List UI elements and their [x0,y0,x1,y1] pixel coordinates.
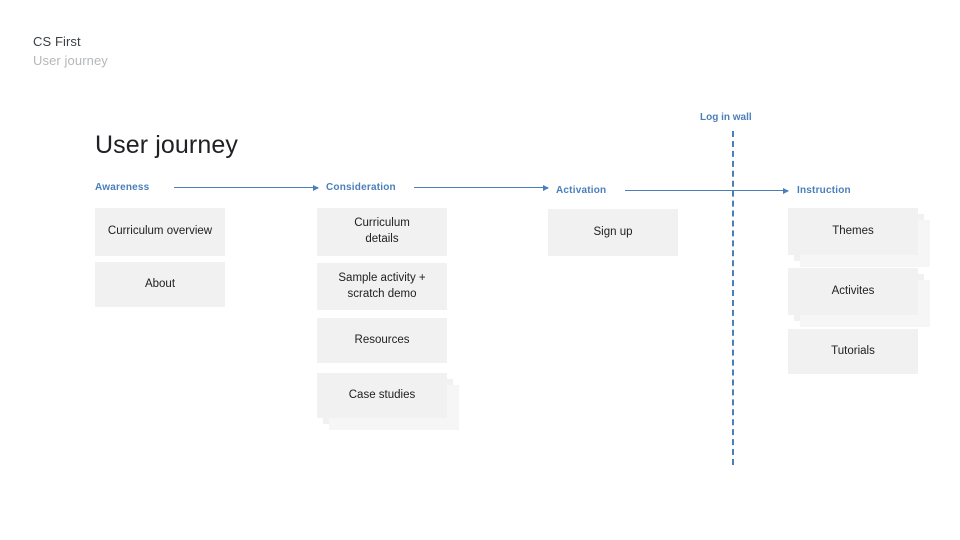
arrow-activation-to-instruction [625,187,789,194]
arrow-awareness-to-consideration [174,184,319,191]
card-instruction-1[interactable]: Activites [788,268,930,327]
card-label: Curriculum details [354,217,410,245]
stage-label-activation: Activation [556,185,607,196]
card-label: Resources [354,333,410,346]
document-header: CS First User journey [33,33,108,71]
card-label: Case studies [348,388,416,401]
card-label: Tutorials [831,344,875,357]
card-consideration-1[interactable]: Sample activity + scratch demo [317,263,447,310]
document-subtitle: User journey [33,52,108,68]
card-awareness-1[interactable]: About [95,262,225,307]
card-label: Curriculum overview [107,225,213,238]
card-consideration-2[interactable]: Resources [317,318,447,363]
stage-label-instruction: Instruction [797,185,851,196]
stage-label-awareness: Awareness [95,182,150,193]
card-activation-0[interactable]: Sign up [548,209,678,256]
card-label: Sample activity + scratch demo [338,271,426,300]
slide-title: User journey [95,131,238,159]
card-label: Themes [832,224,874,237]
arrow-consideration-to-activation [414,184,549,191]
card-consideration-0[interactable]: Curriculum details [317,208,447,256]
card-instruction-2[interactable]: Tutorials [788,329,918,374]
card-label: About [144,277,176,290]
card-label: Activites [831,284,875,297]
log-in-wall-divider [732,131,734,465]
log-in-wall-label: Log in wall [700,112,752,123]
card-awareness-0[interactable]: Curriculum overview [95,208,225,256]
card-label: Sign up [593,225,633,238]
document-title: CS First [33,34,81,49]
card-instruction-0[interactable]: Themes [788,208,930,267]
stage-label-consideration: Consideration [326,182,396,193]
card-consideration-3[interactable]: Case studies [317,373,459,430]
